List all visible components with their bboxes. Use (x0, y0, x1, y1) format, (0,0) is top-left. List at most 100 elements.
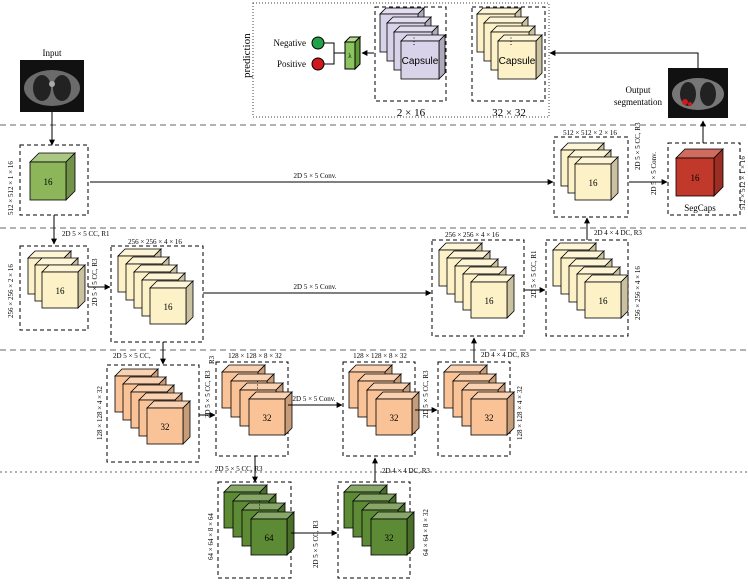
negative-label: Negative (274, 38, 306, 48)
r2a-cube-2-label: 16 (56, 286, 66, 296)
row1-dec-stack: 16 (560, 142, 619, 201)
capsule-right-box (471, 6, 546, 102)
r3a-cube-4-label: 32 (161, 422, 170, 432)
lambda-cube: λ (343, 35, 362, 71)
capsule-left-stack: Capsule ⋮ (379, 7, 446, 80)
output-label-line2: segmentation (614, 97, 662, 107)
row1-in-cube-label: 16 (44, 177, 54, 187)
row3-a-stack: 32 (114, 368, 191, 445)
row2-a-cc: 2D 5 × 5 CC, R3 (91, 258, 99, 306)
segcaps-label: SegCaps (684, 203, 716, 213)
row3-a-cc: 2D 5 × 5 CC, R3 (204, 370, 212, 418)
r3c-cube-3-label: 32 (390, 413, 399, 423)
r2a-cube-2: 16 (41, 264, 86, 309)
segcaps-dim: 512 × 512 × 1 × 16 (739, 156, 747, 210)
row2-a-box (19, 245, 89, 331)
row4-up-label: 2D 4 × 4 DC, R3 (382, 467, 430, 475)
r2b-cube-4-label: 16 (164, 302, 174, 312)
ellipsis-dots: ⋮ (253, 380, 262, 390)
row2-d-dim: 256 × 256 × 4 × 16 (634, 266, 642, 320)
segcaps-cube-body-label: 16 (691, 173, 701, 183)
r1dec-cube-2-label: 16 (589, 178, 599, 188)
row1-in-cube: 16 (29, 152, 76, 201)
row-separators (0, 124, 748, 473)
segcaps-box (667, 142, 741, 216)
input-ct-image (20, 60, 84, 112)
row1-in-dim: 512 × 512 × 1 × 16 (7, 161, 15, 215)
capsule-right-stack: Capsule ⋮ (476, 7, 543, 80)
row1-skip-label: 2D 5 × 5 Conv. (294, 172, 337, 180)
r3b-cube-3-label: 32 (263, 413, 272, 423)
prediction-box (252, 2, 550, 118)
row2-d-stack: 16 (552, 242, 629, 319)
r3d-cube-3-label: 32 (485, 413, 494, 423)
positive-label: Positive (277, 59, 306, 69)
row2-down-label: 2D 5 × 5 CC, R1 (62, 230, 110, 238)
arrow-output-to-capsule (549, 50, 699, 68)
row4-a-stack: 64 ⋮ (223, 484, 295, 556)
row2-b-box (110, 245, 204, 343)
row3-d-dim: 128 × 128 × 4 × 32 (516, 386, 524, 440)
capsule-left-box (374, 6, 447, 102)
row3-skip-label: 2D 5 × 5 Conv. (293, 395, 336, 403)
row3-c-stack: 32 (348, 364, 420, 436)
positive-circle (311, 57, 325, 71)
r2b-cube-4: 16 (149, 280, 194, 325)
row1-segcaps-conv: 2D 5 × 5 Conv. (650, 152, 658, 195)
row4-down-label: 2D 5 × 5 CC, R3 (215, 465, 263, 473)
r4a-cube-3-label: 64 (265, 533, 275, 543)
row2-up-label: 2D 4 × 4 DC, R3 (594, 229, 642, 237)
row3-a-box (106, 364, 200, 463)
row2-a-dim: 256 × 256 × 2 × 16 (7, 264, 15, 318)
row3-c-cc: 2D 5 × 5 CC, R3 (422, 370, 430, 418)
row3-a-dim: 128 × 128 × 4 × 32 (96, 386, 104, 440)
capL-cube-3: Capsule (400, 34, 446, 80)
row1-dec-cc: 2D 5 × 5 CC, R3 (634, 122, 642, 170)
capsule-right-label: Capsule (499, 56, 536, 67)
row2-c-dim: 256 × 256 × 4 × 16 (445, 231, 499, 239)
output-ct-image (668, 68, 728, 118)
segcaps-cube: 16 (675, 148, 724, 197)
r3b-cube-3: 32 (248, 391, 293, 436)
r2d-cube-4: 16 (584, 274, 629, 319)
r3d-cube-3: 32 (470, 391, 515, 436)
ellipsis-dots: ⋮ (410, 36, 419, 46)
segcaps-cube-body: 16 (675, 148, 724, 197)
r4b-cube-3-label: 32 (385, 533, 394, 543)
output-label-line1: Output (625, 85, 651, 95)
row2-b-dim: 256 × 256 × 4 × 16 (128, 238, 182, 246)
row2-c-box (431, 239, 525, 337)
row2-a-stack: 16 (27, 250, 86, 309)
ellipsis-dots: ⋮ (255, 500, 264, 510)
row2-skip-label: 2D 5 × 5 Conv. (294, 283, 337, 291)
row3-d-stack: 32 (443, 364, 515, 436)
r3c-cube-3: 32 (375, 391, 420, 436)
r4b-cube-3: 32 (370, 511, 415, 556)
row3-up-label: 2D 4 × 4 DC, R3 (481, 351, 529, 359)
bracket-lines (324, 42, 345, 65)
row2-b-stack: 16 (117, 248, 194, 325)
ellipsis-dots: ⋮ (507, 36, 516, 46)
row4-b-dim: 64 × 64 × 8 × 32 (422, 509, 430, 556)
row3-b-stack: 32 ⋮ (221, 364, 293, 436)
row3-c-dim: 128 × 128 × 8 × 32 (353, 352, 407, 360)
capR-cube-3: Capsule (497, 34, 543, 80)
row2-c-cc: 2D 5 × 5 CC, R1 (530, 250, 538, 298)
row4-b-stack: 32 (343, 484, 415, 556)
capsule-left-label: Capsule (402, 56, 439, 67)
r2c-cube-4: 16 (470, 274, 515, 319)
row2-c-stack: 16 (438, 242, 515, 319)
capsule-left-dim: 2 × 16 (397, 107, 426, 119)
input-label: Input (43, 48, 62, 58)
r2d-cube-4-label: 16 (599, 296, 609, 306)
row4-a-cc: 2D 5 × 5 CC, R3 (312, 520, 320, 568)
prediction-label: prediction (241, 33, 253, 78)
r1dec-cube-2: 16 (574, 156, 619, 201)
row1-dec-dim: 512 × 512 × 2 × 16 (563, 129, 617, 137)
capsule-right-dim: 32 × 32 (492, 107, 526, 119)
negative-circle (311, 36, 325, 50)
r2c-cube-4-label: 16 (485, 296, 495, 306)
row1-in-cube: 16 (29, 152, 76, 201)
row4-a-dim: 64 × 64 × 8 × 64 (207, 513, 215, 560)
